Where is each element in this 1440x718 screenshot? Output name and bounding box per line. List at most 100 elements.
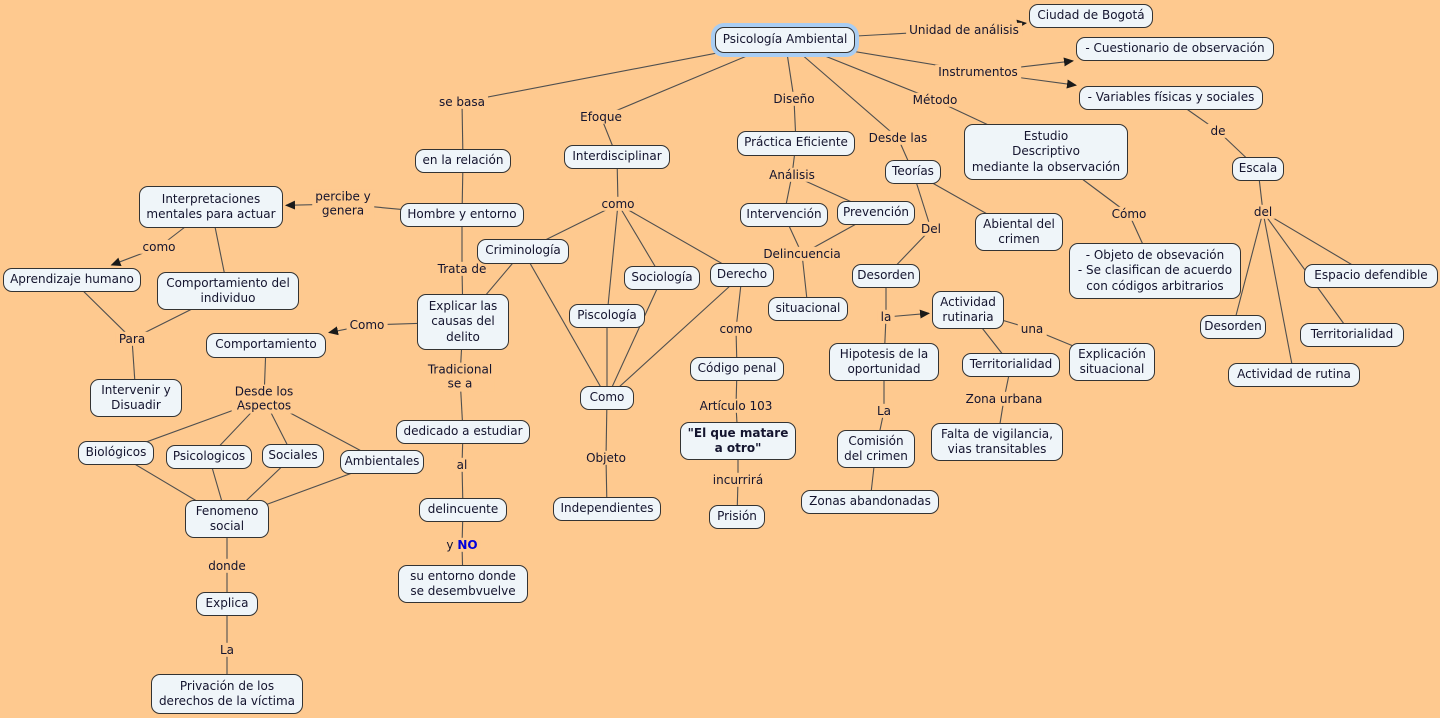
- link-label-l_al[interactable]: al: [453, 457, 471, 473]
- concept-node-teorias[interactable]: Teorías: [885, 160, 941, 184]
- link-label-l_la1[interactable]: la: [877, 309, 895, 325]
- concept-node-relacion[interactable]: en la relación: [415, 149, 511, 173]
- link-label-l_diseno[interactable]: Diseño: [770, 91, 818, 107]
- link-label-l_tradicional[interactable]: Tradicional se a: [424, 362, 496, 392]
- link-label-l_sebasa[interactable]: se basa: [435, 94, 489, 110]
- link-label-l_analisis[interactable]: Análisis: [766, 167, 818, 183]
- concept-node-privacion[interactable]: Privación de los derechos de la víctima: [151, 674, 303, 714]
- concept-node-matare[interactable]: "El que matare a otro": [680, 422, 796, 460]
- concept-node-act_rutina[interactable]: Actividad de rutina: [1228, 363, 1360, 387]
- concept-node-como_n[interactable]: Como: [580, 386, 634, 410]
- concept-node-psicologicos[interactable]: Psicologicos: [166, 445, 252, 469]
- link-label-text: Instrumentos: [938, 64, 1018, 79]
- concept-node-aprendizaje[interactable]: Aprendizaje humano: [3, 268, 141, 292]
- concept-node-falta[interactable]: Falta de vigilancia, vias transitables: [931, 423, 1063, 461]
- link-label-l_articulo[interactable]: Artículo 103: [696, 398, 776, 414]
- concept-node-piscologia[interactable]: Piscología: [569, 304, 645, 328]
- concept-node-cuestionario[interactable]: - Cuestionario de observación: [1076, 37, 1274, 61]
- link-label-l_como4[interactable]: Como: [346, 317, 388, 333]
- concept-node-espacio[interactable]: Espacio defendible: [1304, 264, 1438, 288]
- concept-node-intervencion[interactable]: Intervención: [740, 203, 828, 227]
- link-label-text: Tradicional se a: [427, 362, 493, 391]
- link-label-l_percibe[interactable]: percibe y genera: [312, 189, 374, 219]
- link-label-l_del2[interactable]: Del: [918, 221, 944, 237]
- concept-node-objeto_obs[interactable]: - Objeto de obsevación - Se clasifican d…: [1069, 243, 1241, 299]
- concept-node-sociologia[interactable]: Sociología: [624, 266, 700, 290]
- concept-node-estudio[interactable]: Estudio Descriptivo mediante la observac…: [964, 124, 1128, 180]
- concept-node-independientes[interactable]: Independientes: [553, 497, 661, 521]
- concept-node-practica[interactable]: Práctica Eficiente: [737, 130, 855, 156]
- link-label-l_delincuencia[interactable]: Delincuencia: [760, 246, 844, 262]
- concept-node-derecho[interactable]: Derecho: [710, 263, 774, 287]
- concept-node-desorden1[interactable]: Desorden: [852, 264, 920, 288]
- link-label-l_como3[interactable]: como: [139, 239, 179, 255]
- link-label-l_para[interactable]: Para: [115, 331, 149, 347]
- link-label-l_la3[interactable]: La: [216, 642, 238, 658]
- link-label-l_efoque[interactable]: Efoque: [577, 109, 625, 125]
- link-label-text: como: [142, 239, 176, 254]
- link-label-text: percibe y genera: [315, 189, 371, 218]
- concept-node-desorden2[interactable]: Desorden: [1200, 315, 1266, 339]
- concept-node-situacional[interactable]: situacional: [768, 297, 848, 321]
- link-label-text: Método: [912, 92, 958, 107]
- concept-node-explica[interactable]: Explica: [196, 592, 258, 616]
- link-label-l_desdelos[interactable]: Desde los Aspectos: [231, 384, 297, 414]
- concept-node-dedicado[interactable]: dedicado a estudiar: [396, 420, 530, 444]
- concept-node-zonas[interactable]: Zonas abandonadas: [801, 490, 939, 514]
- link-label-l_de[interactable]: de: [1207, 123, 1229, 139]
- concept-node-hombre[interactable]: Hombre y entorno: [400, 203, 524, 227]
- connector-line: [1262, 211, 1295, 376]
- concept-node-entorno[interactable]: su entorno donde se desembvuelve: [398, 565, 528, 603]
- concept-node-biologicos[interactable]: Biológicos: [78, 441, 154, 465]
- link-label-l_unidad[interactable]: Unidad de análisis: [906, 22, 1022, 38]
- concept-node-prision[interactable]: Prisión: [709, 505, 765, 529]
- link-label-text: Zona urbana: [965, 391, 1043, 406]
- link-label-l_como1[interactable]: como: [598, 196, 638, 212]
- link-label-text: como: [719, 321, 753, 336]
- link-label-l_como2[interactable]: Cómo: [1108, 206, 1150, 222]
- concept-node-criminologia[interactable]: Criminología: [477, 238, 569, 264]
- link-label-l_como5[interactable]: como: [716, 321, 756, 337]
- concept-node-territorialidad2[interactable]: Territorialidad: [1300, 323, 1404, 347]
- concept-node-codigo[interactable]: Código penal: [690, 357, 784, 381]
- link-label-l_desdelas[interactable]: Desde las: [865, 130, 931, 146]
- concept-node-ambientales[interactable]: Ambientales: [340, 450, 424, 474]
- link-label-l_del1[interactable]: del: [1250, 204, 1276, 220]
- concept-node-prevencion[interactable]: Prevención: [837, 201, 915, 225]
- concept-node-delincuente[interactable]: delincuente: [419, 498, 507, 522]
- concept-node-hipotesis[interactable]: Hipotesis de la oportunidad: [829, 343, 939, 381]
- link-label-text: Efoque: [580, 109, 622, 124]
- link-label-text: Delincuencia: [763, 246, 841, 261]
- link-label-text: y: [446, 537, 458, 552]
- link-label-l_objeto[interactable]: Objeto: [583, 450, 629, 466]
- link-label-accent-text: NO: [457, 537, 478, 552]
- connector-line: [784, 39, 899, 139]
- link-label-l_donde[interactable]: donde: [205, 558, 249, 574]
- concept-node-intervenir[interactable]: Intervenir y Disuadir: [90, 379, 182, 417]
- concept-node-escala[interactable]: Escala: [1232, 157, 1284, 181]
- concept-node-interdisciplinar[interactable]: Interdisciplinar: [564, 145, 670, 169]
- concept-node-comision[interactable]: Comisión del crimen: [837, 430, 915, 468]
- concept-node-comportamiento[interactable]: Comportamiento: [206, 332, 326, 358]
- concept-node-interpretaciones[interactable]: Interpretaciones mentales para actuar: [139, 186, 283, 228]
- concept-node-sociales[interactable]: Sociales: [262, 444, 324, 468]
- concept-node-comp_ind[interactable]: Comportamiento del individuo: [157, 272, 299, 310]
- concept-node-explicar[interactable]: Explicar las causas del delito: [417, 294, 509, 350]
- link-label-l_yno[interactable]: y NO: [443, 537, 481, 553]
- concept-node-act_rut[interactable]: Actividad rutinaria: [932, 291, 1004, 329]
- link-label-l_incurrira[interactable]: incurrirá: [709, 472, 767, 488]
- concept-node-variables[interactable]: - Variables físicas y sociales: [1079, 86, 1263, 110]
- concept-node-territorialidad1[interactable]: Territorialidad: [962, 353, 1060, 377]
- link-label-l_tratade[interactable]: Trata de: [434, 261, 490, 277]
- concept-node-fenomeno[interactable]: Fenomeno social: [185, 500, 269, 538]
- link-label-l_instrumentos[interactable]: Instrumentos: [935, 64, 1021, 80]
- concept-node-abiental[interactable]: Abiental del crimen: [975, 213, 1063, 251]
- link-label-l_zona[interactable]: Zona urbana: [962, 391, 1046, 407]
- link-label-l_la2[interactable]: La: [873, 403, 895, 419]
- link-label-l_metodo[interactable]: Método: [909, 92, 961, 108]
- concept-node-pa[interactable]: Psicología Ambiental: [715, 27, 855, 53]
- link-label-text: Para: [118, 331, 146, 346]
- link-label-l_una[interactable]: una: [1017, 321, 1047, 337]
- concept-node-bogota[interactable]: Ciudad de Bogotá: [1029, 4, 1153, 28]
- concept-node-expl_sit[interactable]: Explicación situacional: [1069, 343, 1155, 381]
